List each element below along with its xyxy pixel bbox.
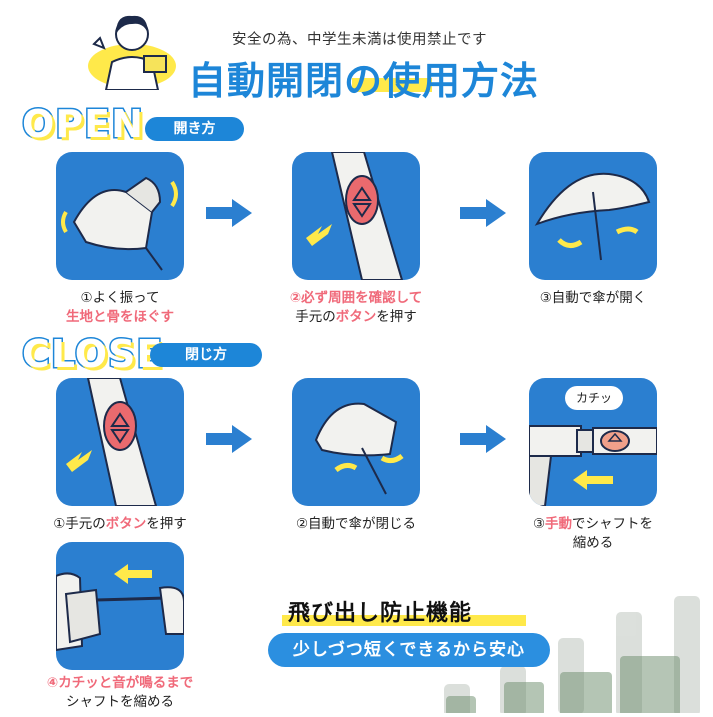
close-step-1-caption: ①手元のボタンを押す [53, 516, 187, 532]
close-arrow-1 [206, 425, 252, 457]
feature-subtitle-pill: 少しづつ短くできるから安心 [268, 633, 550, 667]
close-step-2-caption: ②自動で傘が閉じる [295, 516, 417, 532]
safety-notice: 安全の為、中学生未満は使用禁止です [232, 32, 487, 48]
page-title: 自動開閉の使用方法 [188, 59, 540, 103]
close-arrow-2 [460, 425, 506, 457]
open-step-1-caption: ①よく振って 生地と骨をほぐす [66, 290, 174, 325]
click-sound-bubble: カチッ [565, 386, 623, 410]
open-step-3-panel [529, 152, 657, 280]
close-step-3-caption: ③手動でシャフトを 縮める [532, 516, 654, 551]
close-label-pill: 閉じ方 [150, 343, 262, 367]
close-step-2-panel [292, 378, 420, 506]
feature-title-highlight [282, 615, 526, 626]
presenter-illustration [86, 4, 178, 91]
open-arrow-2 [460, 199, 506, 231]
open-step-2-caption: ②必ず周囲を確認して 手元のボタンを押す [289, 290, 423, 325]
close-step-4-panel [56, 542, 184, 670]
open-step-3-caption: ③自動で傘が開く [539, 290, 647, 306]
open-arrow-1 [206, 199, 252, 231]
close-heading: CLOSE [20, 331, 164, 378]
feature-title: 飛び出し防止機能 [288, 601, 473, 626]
open-heading: OPEN [21, 101, 145, 148]
close-step-4-caption: ④カチッと音が鳴るまで シャフトを縮める [46, 675, 194, 710]
umbrella-shafts-illustration [440, 586, 713, 717]
open-step-2-panel [292, 152, 420, 280]
open-step-1-panel [56, 152, 184, 280]
close-step-1-panel [56, 378, 184, 506]
open-label-pill: 開き方 [145, 117, 244, 141]
title-highlight [352, 78, 432, 92]
